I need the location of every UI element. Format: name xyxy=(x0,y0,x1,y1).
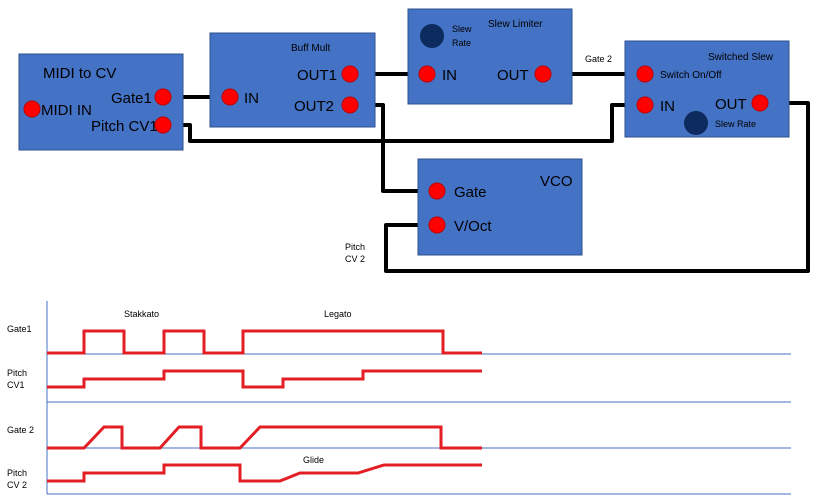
switched-in-jack[interactable] xyxy=(636,96,654,114)
switched-out-jack[interactable] xyxy=(751,94,769,112)
row-label-pitch-cv2: Pitch xyxy=(7,468,27,478)
gate2-wire-label: Gate 2 xyxy=(585,54,612,64)
gate1-jack[interactable] xyxy=(154,88,172,106)
row-label-pitch-cv1: Pitch xyxy=(7,368,27,378)
vco-voct-jack[interactable] xyxy=(428,216,446,234)
cable-pitch-cv1-to-switched-in xyxy=(163,103,645,143)
module-midi-to-cv: MIDI to CV MIDI IN Gate1 Pitch CV1 xyxy=(18,53,184,151)
module-buff-mult: Buff Mult IN OUT1 OUT2 xyxy=(209,32,376,128)
jack-label: Gate xyxy=(454,184,487,201)
slew-in-jack[interactable] xyxy=(418,65,436,83)
knob-label: Slew xyxy=(452,24,472,34)
pitch-cv1-jack[interactable] xyxy=(154,116,172,134)
jack-label: OUT xyxy=(497,67,529,84)
signal-pitch-cv1 xyxy=(47,369,482,389)
jack-label: OUT2 xyxy=(294,98,334,115)
signal-gate1 xyxy=(47,329,482,355)
pitch-cv2-wire-label: Pitch xyxy=(345,242,365,252)
module-title: Buff Mult xyxy=(291,43,330,54)
module-title: Slew Limiter xyxy=(488,19,543,30)
signal-gate2 xyxy=(47,425,482,450)
module-slew-limiter: Slew Limiter Slew Rate IN OUT xyxy=(407,8,573,105)
row-label-gate2: Gate 2 xyxy=(7,425,34,435)
glide-label: Glide xyxy=(303,455,324,465)
cable-pitch-cv2 xyxy=(384,101,810,273)
module-midi-to-cv-panel xyxy=(18,53,184,151)
module-vco: VCO Gate V/Oct xyxy=(417,158,583,256)
stakkato-label: Stakkato xyxy=(124,309,159,319)
slew-out-jack[interactable] xyxy=(534,65,552,83)
jack-label: IN xyxy=(442,67,457,84)
jack-label: Switch On/Off xyxy=(660,70,722,81)
timing-diagram: Stakkato Legato Glide Gate1 Pitch CV1 Ga… xyxy=(7,301,791,495)
jack-label: IN xyxy=(660,98,675,115)
module-title: VCO xyxy=(540,173,573,190)
jack-label: Pitch CV1 xyxy=(91,118,158,135)
jack-label: V/Oct xyxy=(454,218,492,235)
pitch-cv2-wire-label: CV 2 xyxy=(345,254,365,264)
jack-label: OUT xyxy=(715,96,747,113)
midi-in-jack[interactable] xyxy=(23,100,41,118)
switch-on-off-jack[interactable] xyxy=(636,65,654,83)
row-label-gate1: Gate1 xyxy=(7,324,32,334)
jack-label: IN xyxy=(244,90,259,107)
slew-rate-knob-icon[interactable] xyxy=(684,111,708,135)
module-title: MIDI to CV xyxy=(43,65,116,82)
legato-label: Legato xyxy=(324,309,352,319)
module-switched-slew: Switched Slew Switch On/Off IN OUT Slew … xyxy=(624,40,790,138)
jack-label: OUT1 xyxy=(297,67,337,84)
signal-pitch-cv2 xyxy=(47,463,482,483)
mult-out1-jack[interactable] xyxy=(341,65,359,83)
mult-in-jack[interactable] xyxy=(221,88,239,106)
knob-label: Slew Rate xyxy=(715,119,756,129)
module-title: Switched Slew xyxy=(708,52,774,63)
mult-out2-jack[interactable] xyxy=(341,96,359,114)
row-label-pitch-cv2: CV 2 xyxy=(7,480,27,490)
row-label-pitch-cv1: CV1 xyxy=(7,380,25,390)
slew-rate-knob-icon[interactable] xyxy=(420,24,444,48)
module-vco-panel xyxy=(417,158,583,256)
vco-gate-jack[interactable] xyxy=(428,182,446,200)
jack-label: Gate1 xyxy=(111,90,152,107)
knob-label: Rate xyxy=(452,38,471,48)
jack-label: MIDI IN xyxy=(41,102,92,119)
